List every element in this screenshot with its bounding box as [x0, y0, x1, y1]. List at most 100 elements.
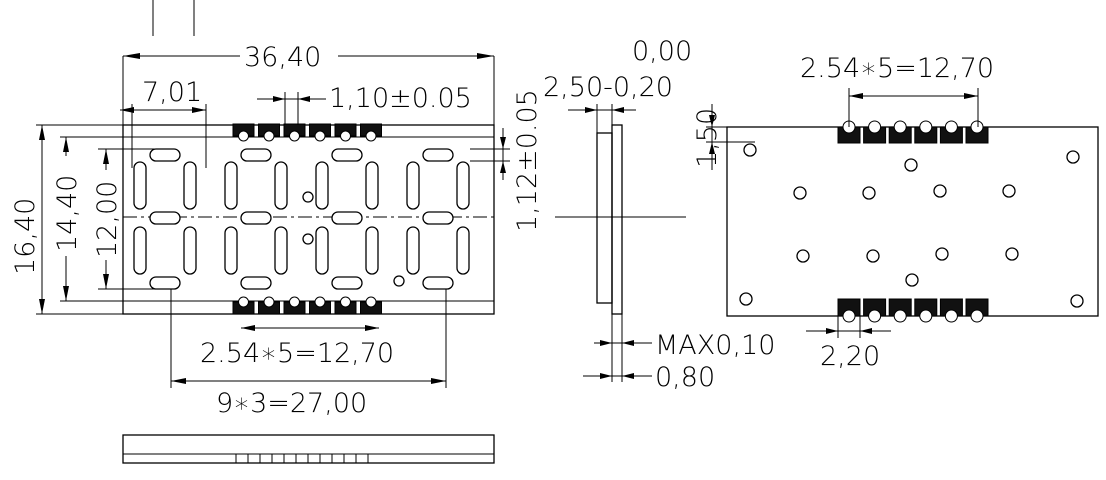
segment-d	[240, 276, 272, 290]
back-pin-1	[837, 298, 861, 323]
dim-pin-width: 1,10±0.05	[329, 83, 472, 114]
pin-notch	[868, 120, 882, 134]
pin-notch	[365, 296, 377, 308]
pin-2	[258, 296, 280, 315]
segment-c	[365, 226, 379, 275]
segment-b	[183, 161, 197, 210]
display-body-outline	[122, 124, 495, 315]
mounting-hole	[904, 158, 918, 172]
back-pin-2	[863, 120, 887, 144]
pin-notch	[944, 309, 958, 323]
dim-side-thickness: 2,50-0,20	[543, 72, 673, 103]
pin-1	[232, 296, 255, 315]
segment-f	[406, 161, 420, 210]
dim-segment-width: 1,12±0.05	[512, 89, 543, 232]
dim-digit-pitch: 7,01	[142, 77, 202, 108]
back-pin-6	[965, 298, 989, 323]
dim-back-pin-width: 2,20	[820, 341, 880, 372]
pin-notch	[893, 120, 907, 134]
dim-side-tol-upper: 0,00	[632, 36, 692, 67]
pin-notch	[263, 296, 275, 308]
segment-c	[274, 226, 288, 275]
side-view: 0,00 2,50-0,20 MAX0,10 0,80	[543, 36, 775, 393]
dim-overall-height: 16,40	[10, 198, 41, 275]
back-pin-5	[939, 298, 963, 323]
pin-notch	[842, 309, 856, 323]
digit-4	[406, 148, 470, 290]
decimal-dot	[393, 275, 405, 287]
pin-6	[360, 123, 382, 142]
segment-e	[224, 226, 238, 275]
segment-e	[406, 226, 420, 275]
dim-digit-span: 9∗3=27,00	[216, 388, 367, 419]
back-view: 2.54∗5=12,70 1,50 2,20	[692, 53, 1099, 372]
pin-notch	[263, 130, 275, 142]
dim-side-lead: 0,80	[655, 362, 715, 393]
top-pin-row	[232, 123, 382, 142]
mounting-hole	[935, 247, 949, 261]
mounting-hole	[862, 186, 876, 200]
mounting-hole	[1066, 150, 1080, 164]
segment-b	[365, 161, 379, 210]
pin-notch	[314, 130, 326, 142]
dim-back-pin-offset: 1,50	[692, 108, 723, 168]
pin-notch	[340, 296, 351, 308]
front-view: 36,40 7,01 1,10±0.05 16,40 14,40	[10, 0, 543, 419]
dim-side-max: MAX0,10	[655, 330, 775, 361]
mounting-hole	[793, 186, 807, 200]
pin-4	[309, 296, 331, 315]
side-body-outline	[596, 132, 613, 304]
segment-f	[224, 161, 238, 210]
pin-notch	[919, 309, 933, 323]
segment-a	[422, 148, 454, 162]
pin-5	[334, 296, 357, 315]
mounting-hole	[933, 184, 947, 198]
digit-1	[133, 148, 197, 290]
digit-group	[133, 148, 470, 290]
segment-g	[422, 211, 454, 225]
dim-overall-width: 36,40	[244, 42, 321, 73]
bottom-pin-ticks	[235, 454, 369, 463]
segment-d	[331, 276, 363, 290]
back-pin-4	[914, 298, 938, 323]
pin-notch	[289, 296, 300, 308]
back-pin-2	[863, 298, 887, 323]
colon-dot-upper	[302, 191, 314, 203]
pin-notch	[365, 130, 377, 142]
back-mounting-holes	[739, 143, 1084, 308]
pin-2	[258, 123, 280, 142]
mounting-hole	[739, 292, 753, 306]
dim-pin-pitch-back: 2.54∗5=12,70	[800, 53, 994, 84]
back-pin-3	[888, 298, 912, 323]
segment-a	[149, 148, 181, 162]
pin-3	[283, 123, 306, 142]
pin-notch	[238, 130, 249, 142]
segment-b	[274, 161, 288, 210]
pin-notch	[919, 120, 933, 134]
pin-notch	[970, 120, 984, 134]
segment-e	[133, 226, 147, 275]
back-pin-3	[888, 120, 912, 144]
bottom-pin-row	[232, 296, 382, 315]
mounting-hole	[1002, 184, 1016, 198]
pin-notch	[970, 309, 984, 323]
dim-window-height: 14,40	[52, 175, 83, 252]
segment-e	[315, 226, 329, 275]
digit-2	[224, 148, 288, 290]
segment-c	[456, 226, 470, 275]
pin-notch	[238, 296, 249, 308]
colon-dot-lower	[302, 233, 314, 245]
segment-g	[331, 211, 363, 225]
bottom-view	[122, 434, 495, 464]
segment-f	[133, 161, 147, 210]
pin-notch	[289, 130, 300, 142]
mounting-hole	[796, 249, 810, 263]
segment-g	[240, 211, 272, 225]
segment-d	[422, 276, 454, 290]
side-face-outline	[611, 124, 623, 315]
back-top-pin-row	[837, 120, 989, 144]
digit-3	[315, 148, 379, 290]
back-bottom-pin-row	[837, 298, 989, 323]
pin-6	[360, 296, 382, 315]
